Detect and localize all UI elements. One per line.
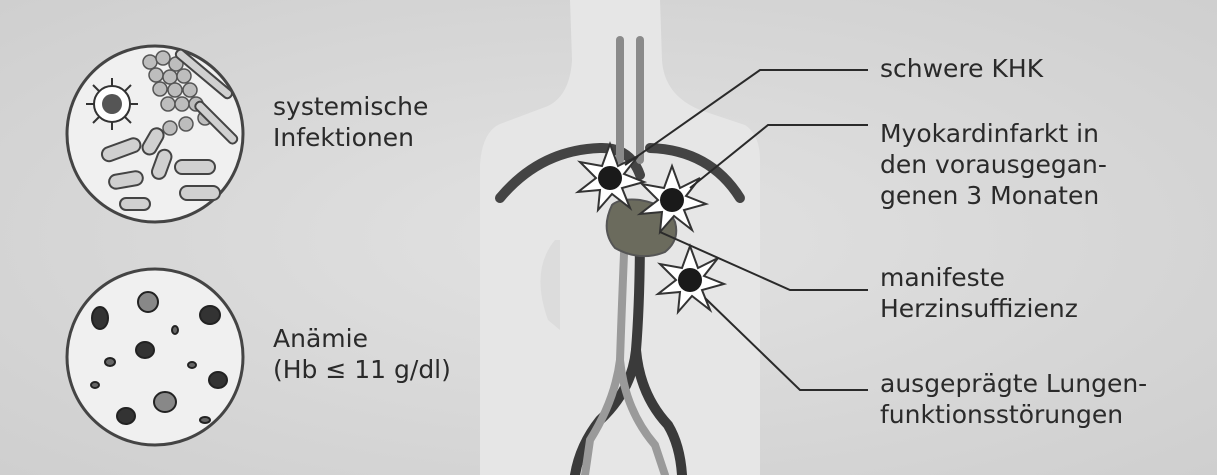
infection-circle [67, 46, 243, 222]
label-khk: schwere KHK [880, 53, 1043, 84]
label-lung: ausgeprägte Lungen- funktionsstörungen [880, 368, 1147, 430]
label-anemia: Anämie (Hb ≤ 11 g/dl) [273, 323, 451, 385]
anemia-circle [67, 269, 243, 445]
virus-icon [86, 78, 138, 130]
label-infarct-line-3: genen 3 Monaten [880, 180, 1107, 211]
label-infarct-line-2: den vorausgegan- [880, 149, 1107, 180]
label-infections-line-1: systemische [273, 91, 428, 122]
label-infarct-line-1: Myokardinfarkt in [880, 118, 1107, 149]
label-heart-failure-line-2: Herzinsuffizienz [880, 293, 1078, 324]
label-heart-failure-line-1: manifeste [880, 262, 1078, 293]
label-heart-failure: manifeste Herzinsuffizienz [880, 262, 1078, 324]
label-khk-line-1: schwere KHK [880, 53, 1043, 84]
label-lung-line-2: funktionsstörungen [880, 399, 1147, 430]
label-anemia-line-1: Anämie [273, 323, 451, 354]
label-infarct: Myokardinfarkt in den vorausgegan- genen… [880, 118, 1107, 211]
label-anemia-line-2: (Hb ≤ 11 g/dl) [273, 354, 451, 385]
label-infections-line-2: Infektionen [273, 122, 428, 153]
label-infections: systemische Infektionen [273, 91, 428, 153]
label-lung-line-1: ausgeprägte Lungen- [880, 368, 1147, 399]
